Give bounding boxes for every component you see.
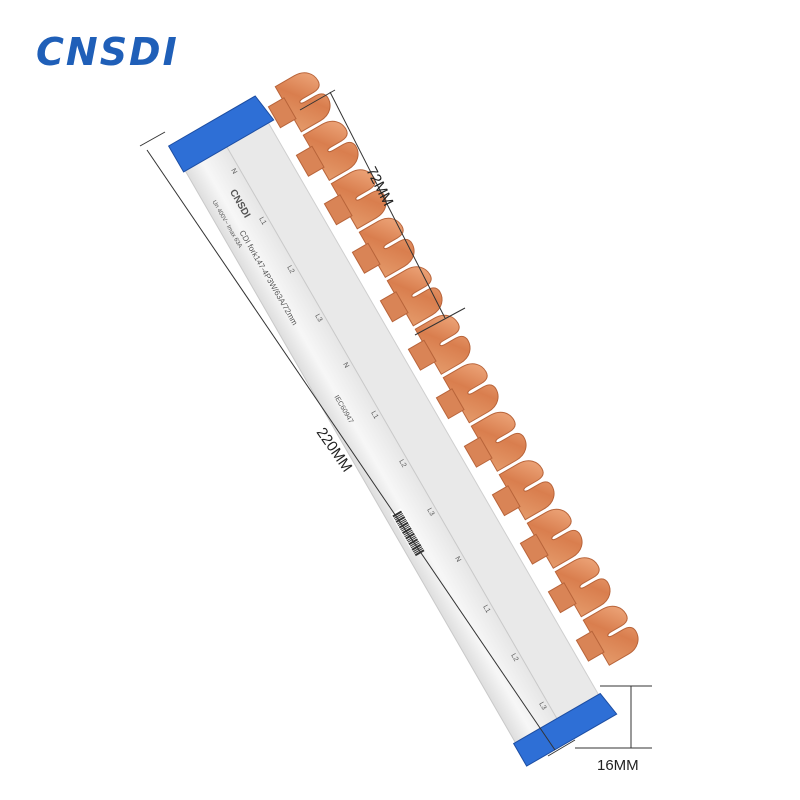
- barcode-bar: [402, 527, 412, 534]
- barcode-bar: [393, 513, 403, 519]
- terminal-label: N: [341, 362, 350, 370]
- barcode-bar: [400, 524, 410, 530]
- terminal-label: N: [229, 168, 238, 176]
- barcode-bar: [413, 547, 424, 554]
- barcode-bar: [411, 543, 422, 551]
- barcode-bar: [394, 514, 404, 521]
- terminal-label: L3: [425, 507, 435, 517]
- barcode-bar: [401, 525, 411, 532]
- bottom-end-cap: [512, 692, 618, 767]
- housing-rib: [200, 96, 600, 726]
- barcode-bar: [395, 516, 406, 523]
- terminal-label: N: [453, 556, 462, 564]
- barcode-bar: [397, 518, 407, 525]
- terminal-label: L2: [509, 653, 519, 663]
- terminal-label: L3: [537, 701, 547, 711]
- barcode-bar: [398, 521, 409, 529]
- terminal-label: L2: [285, 265, 295, 275]
- top-end-cap: [167, 95, 275, 173]
- brand-logo: CNSDI: [36, 30, 179, 74]
- terminal-label: L1: [369, 410, 379, 420]
- terminal-label: L3: [313, 313, 323, 323]
- barcode-bar: [392, 510, 403, 518]
- terminal-label: L2: [397, 459, 407, 469]
- barcode-bar: [397, 520, 408, 527]
- height-dimension-label: 16MM: [597, 757, 639, 774]
- barcode-bar: [414, 549, 425, 557]
- terminal-label: L1: [257, 216, 267, 226]
- terminal-label: L1: [481, 604, 491, 614]
- barcode-bar: [404, 531, 414, 538]
- dimension-lines: [139, 89, 652, 757]
- barcode-bar: [403, 529, 413, 536]
- barcode-bar: [413, 546, 423, 553]
